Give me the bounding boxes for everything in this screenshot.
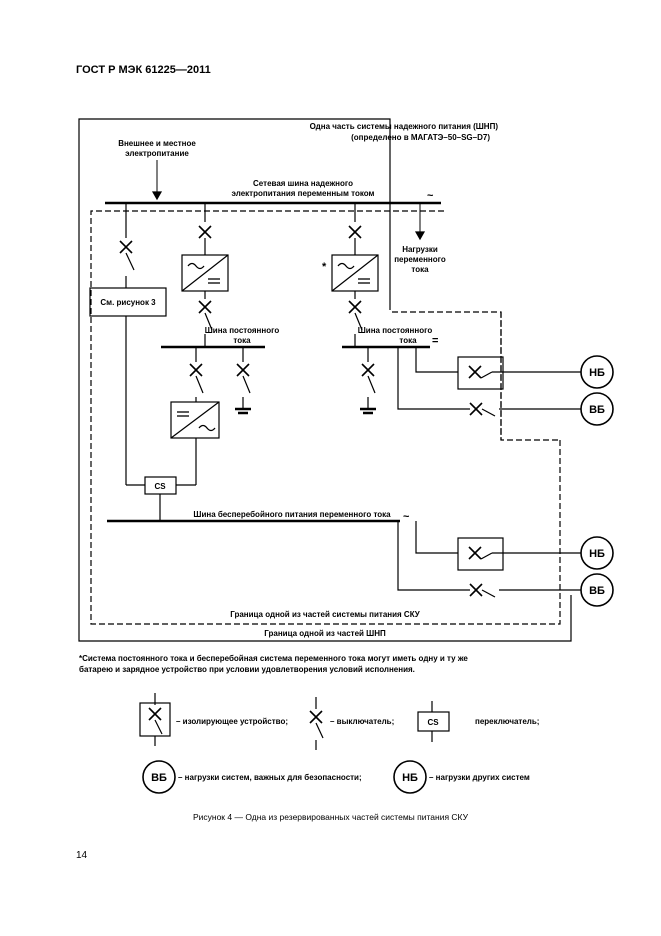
load-nb-ups bbox=[580, 536, 614, 570]
legend-vb-symbol: ВБ bbox=[151, 772, 167, 784]
inverter bbox=[170, 401, 220, 439]
nb-ups-label: НБ bbox=[589, 548, 605, 560]
legend-vb-circle bbox=[142, 760, 176, 794]
dc-bus-right-label-2: тока bbox=[399, 336, 417, 345]
vb-dc-label: ВБ bbox=[589, 404, 605, 416]
legend-switch-text: переключатель; bbox=[475, 717, 539, 726]
legend-isolator-text: – изолирующее устройство; bbox=[176, 717, 288, 726]
ac-loads-label-2: переменного bbox=[394, 255, 446, 264]
external-supply-label-2: электропитание bbox=[125, 149, 189, 158]
legend-breaker-text: – выключатель; bbox=[330, 717, 394, 726]
page-number: 14 bbox=[76, 850, 88, 861]
see-fig3-box bbox=[89, 287, 167, 317]
isolator-nb-dc bbox=[457, 356, 504, 390]
legend-nb-symbol: НБ bbox=[402, 772, 418, 784]
nb-dc-label: НБ bbox=[589, 367, 605, 379]
footnote: *Система постоянного тока и бесперебойна… bbox=[79, 654, 468, 674]
ups-bus-symbol: ~ bbox=[403, 511, 410, 523]
ac-bus-symbol: ~ bbox=[427, 190, 434, 202]
ups-bus-label: Шина бесперебойного питания переменного … bbox=[193, 510, 391, 519]
dc-bus-right-label-1: Шина постоянного bbox=[358, 326, 433, 335]
sku-boundary-label: Граница одной из частей системы питания … bbox=[230, 610, 421, 619]
dc-bus-left-label-1: Шина постоянного bbox=[205, 326, 280, 335]
legend-isolator-box bbox=[139, 702, 171, 737]
ac-bus-label-1: Сетевая шина надежного bbox=[253, 179, 353, 188]
shnp-part-label-1: Одна часть системы надежного питания (ШН… bbox=[310, 122, 499, 131]
legend-cs-label: CS bbox=[427, 718, 439, 727]
ac-loads-label-3: тока bbox=[411, 265, 429, 274]
legend-cs-box bbox=[417, 711, 450, 732]
vb-ups-label: ВБ bbox=[589, 585, 605, 597]
isolator-nb-ups bbox=[457, 537, 504, 571]
cs-label: CS bbox=[154, 482, 166, 491]
ac-loads-label-1: Нагрузки bbox=[402, 245, 438, 254]
shnp-boundary-label: Граница одной из частей ШНП bbox=[264, 629, 386, 638]
shnp-part-label-2: (определено в МАГАТЭ–50–SG–D7) bbox=[351, 133, 490, 142]
dc-bus-left-label-2: тока bbox=[233, 336, 251, 345]
load-vb-ups bbox=[580, 573, 614, 607]
legend-nb-circle bbox=[393, 760, 427, 794]
dc-bus-symbol: = bbox=[432, 335, 438, 347]
legend-vb-text: – нагрузки систем, важных для безопаснос… bbox=[178, 773, 362, 782]
document-header: ГОСТ Р МЭК 61225—2011 bbox=[76, 64, 211, 76]
figure-caption: Рисунок 4 — Одна из резервированных част… bbox=[192, 812, 469, 822]
load-nb-dc bbox=[580, 355, 614, 389]
legend-nb-text: – нагрузки других систем bbox=[429, 773, 530, 782]
asterisk-mark: * bbox=[322, 261, 327, 273]
ac-bus-label-2: электропитания переменным током bbox=[232, 189, 375, 198]
external-supply-label-1: Внешнее и местное bbox=[118, 139, 196, 148]
see-fig3-label: См. рисунок 3 bbox=[100, 298, 156, 307]
load-vb-dc bbox=[580, 392, 614, 426]
shnp-boundary bbox=[78, 118, 572, 642]
